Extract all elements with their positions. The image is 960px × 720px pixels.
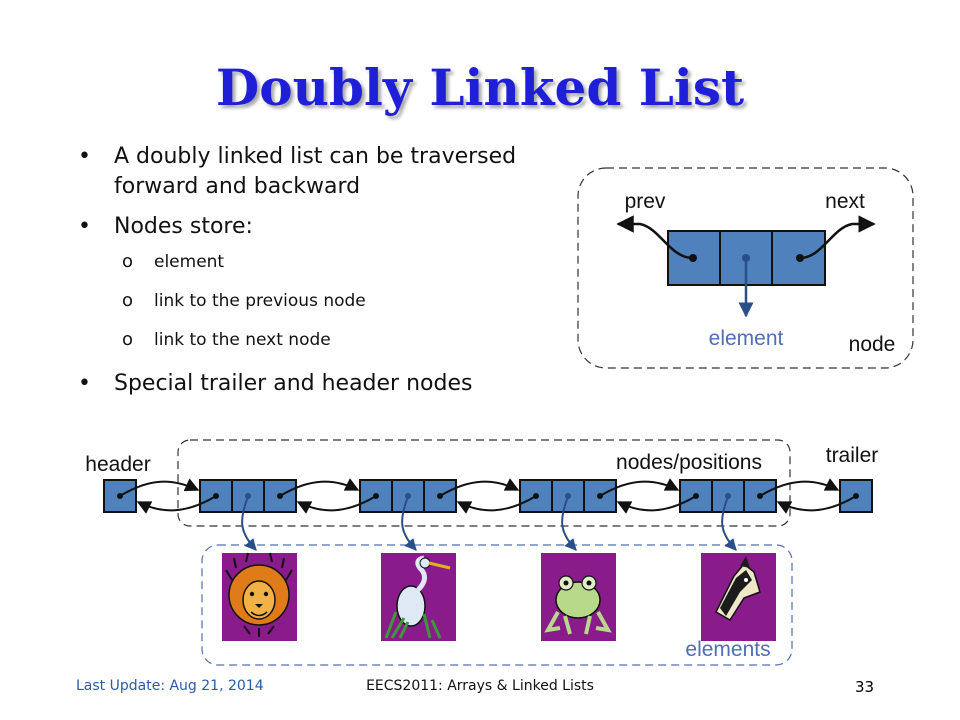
prev-link-arrow — [616, 215, 694, 260]
bullet-sentinels: Special trailer and header nodes — [78, 369, 598, 399]
lion-icon — [222, 552, 297, 641]
heron-icon — [381, 553, 456, 641]
sub-bullet-element: o element — [78, 251, 598, 273]
footer-page-number: 33 — [855, 678, 875, 696]
sub-bullet-text: link to the previous node — [154, 291, 366, 311]
horse-icon — [701, 553, 776, 641]
element-links — [241, 495, 737, 551]
element-label: element — [709, 327, 784, 350]
header-label: header — [85, 453, 150, 476]
sub-bullet-marker: o — [122, 251, 134, 272]
sub-bullet-marker: o — [122, 329, 134, 350]
full-list-diagram: header trailer nodes/positions elements — [85, 439, 879, 666]
bullet-nodes-store: Nodes store: — [78, 212, 598, 242]
sub-bullet-text: link to the next node — [154, 330, 331, 350]
footer-date: Last Update: Aug 21, 2014 — [76, 678, 264, 694]
positions-label: nodes/positions — [616, 451, 762, 474]
single-node-diagram: prev next element node — [577, 167, 914, 369]
next-link-arrow — [799, 215, 876, 260]
frog-icon — [541, 553, 616, 641]
sub-bullet-prev-link: o link to the previous node — [78, 290, 598, 312]
node-label: node — [849, 333, 896, 356]
elements-boundary — [201, 544, 793, 666]
next-label: next — [825, 190, 865, 213]
bullet-traversal: A doubly linked list can be traversed fo… — [78, 142, 598, 202]
node-boundary — [577, 167, 914, 369]
position-node — [359, 479, 457, 513]
prev-label: prev — [625, 190, 666, 213]
list-links — [119, 478, 857, 514]
elements-label: elements — [685, 638, 770, 661]
sub-bullet-next-link: o link to the next node — [78, 329, 598, 351]
sub-bullet-text: element — [154, 252, 225, 272]
trailer-label: trailer — [826, 444, 879, 467]
footer-course: EECS2011: Arrays & Linked Lists — [366, 678, 594, 694]
slide-title: Doubly Linked List — [215, 58, 745, 117]
bullet-list: A doubly linked list can be traversed fo… — [78, 142, 598, 409]
sub-bullet-marker: o — [122, 290, 134, 311]
